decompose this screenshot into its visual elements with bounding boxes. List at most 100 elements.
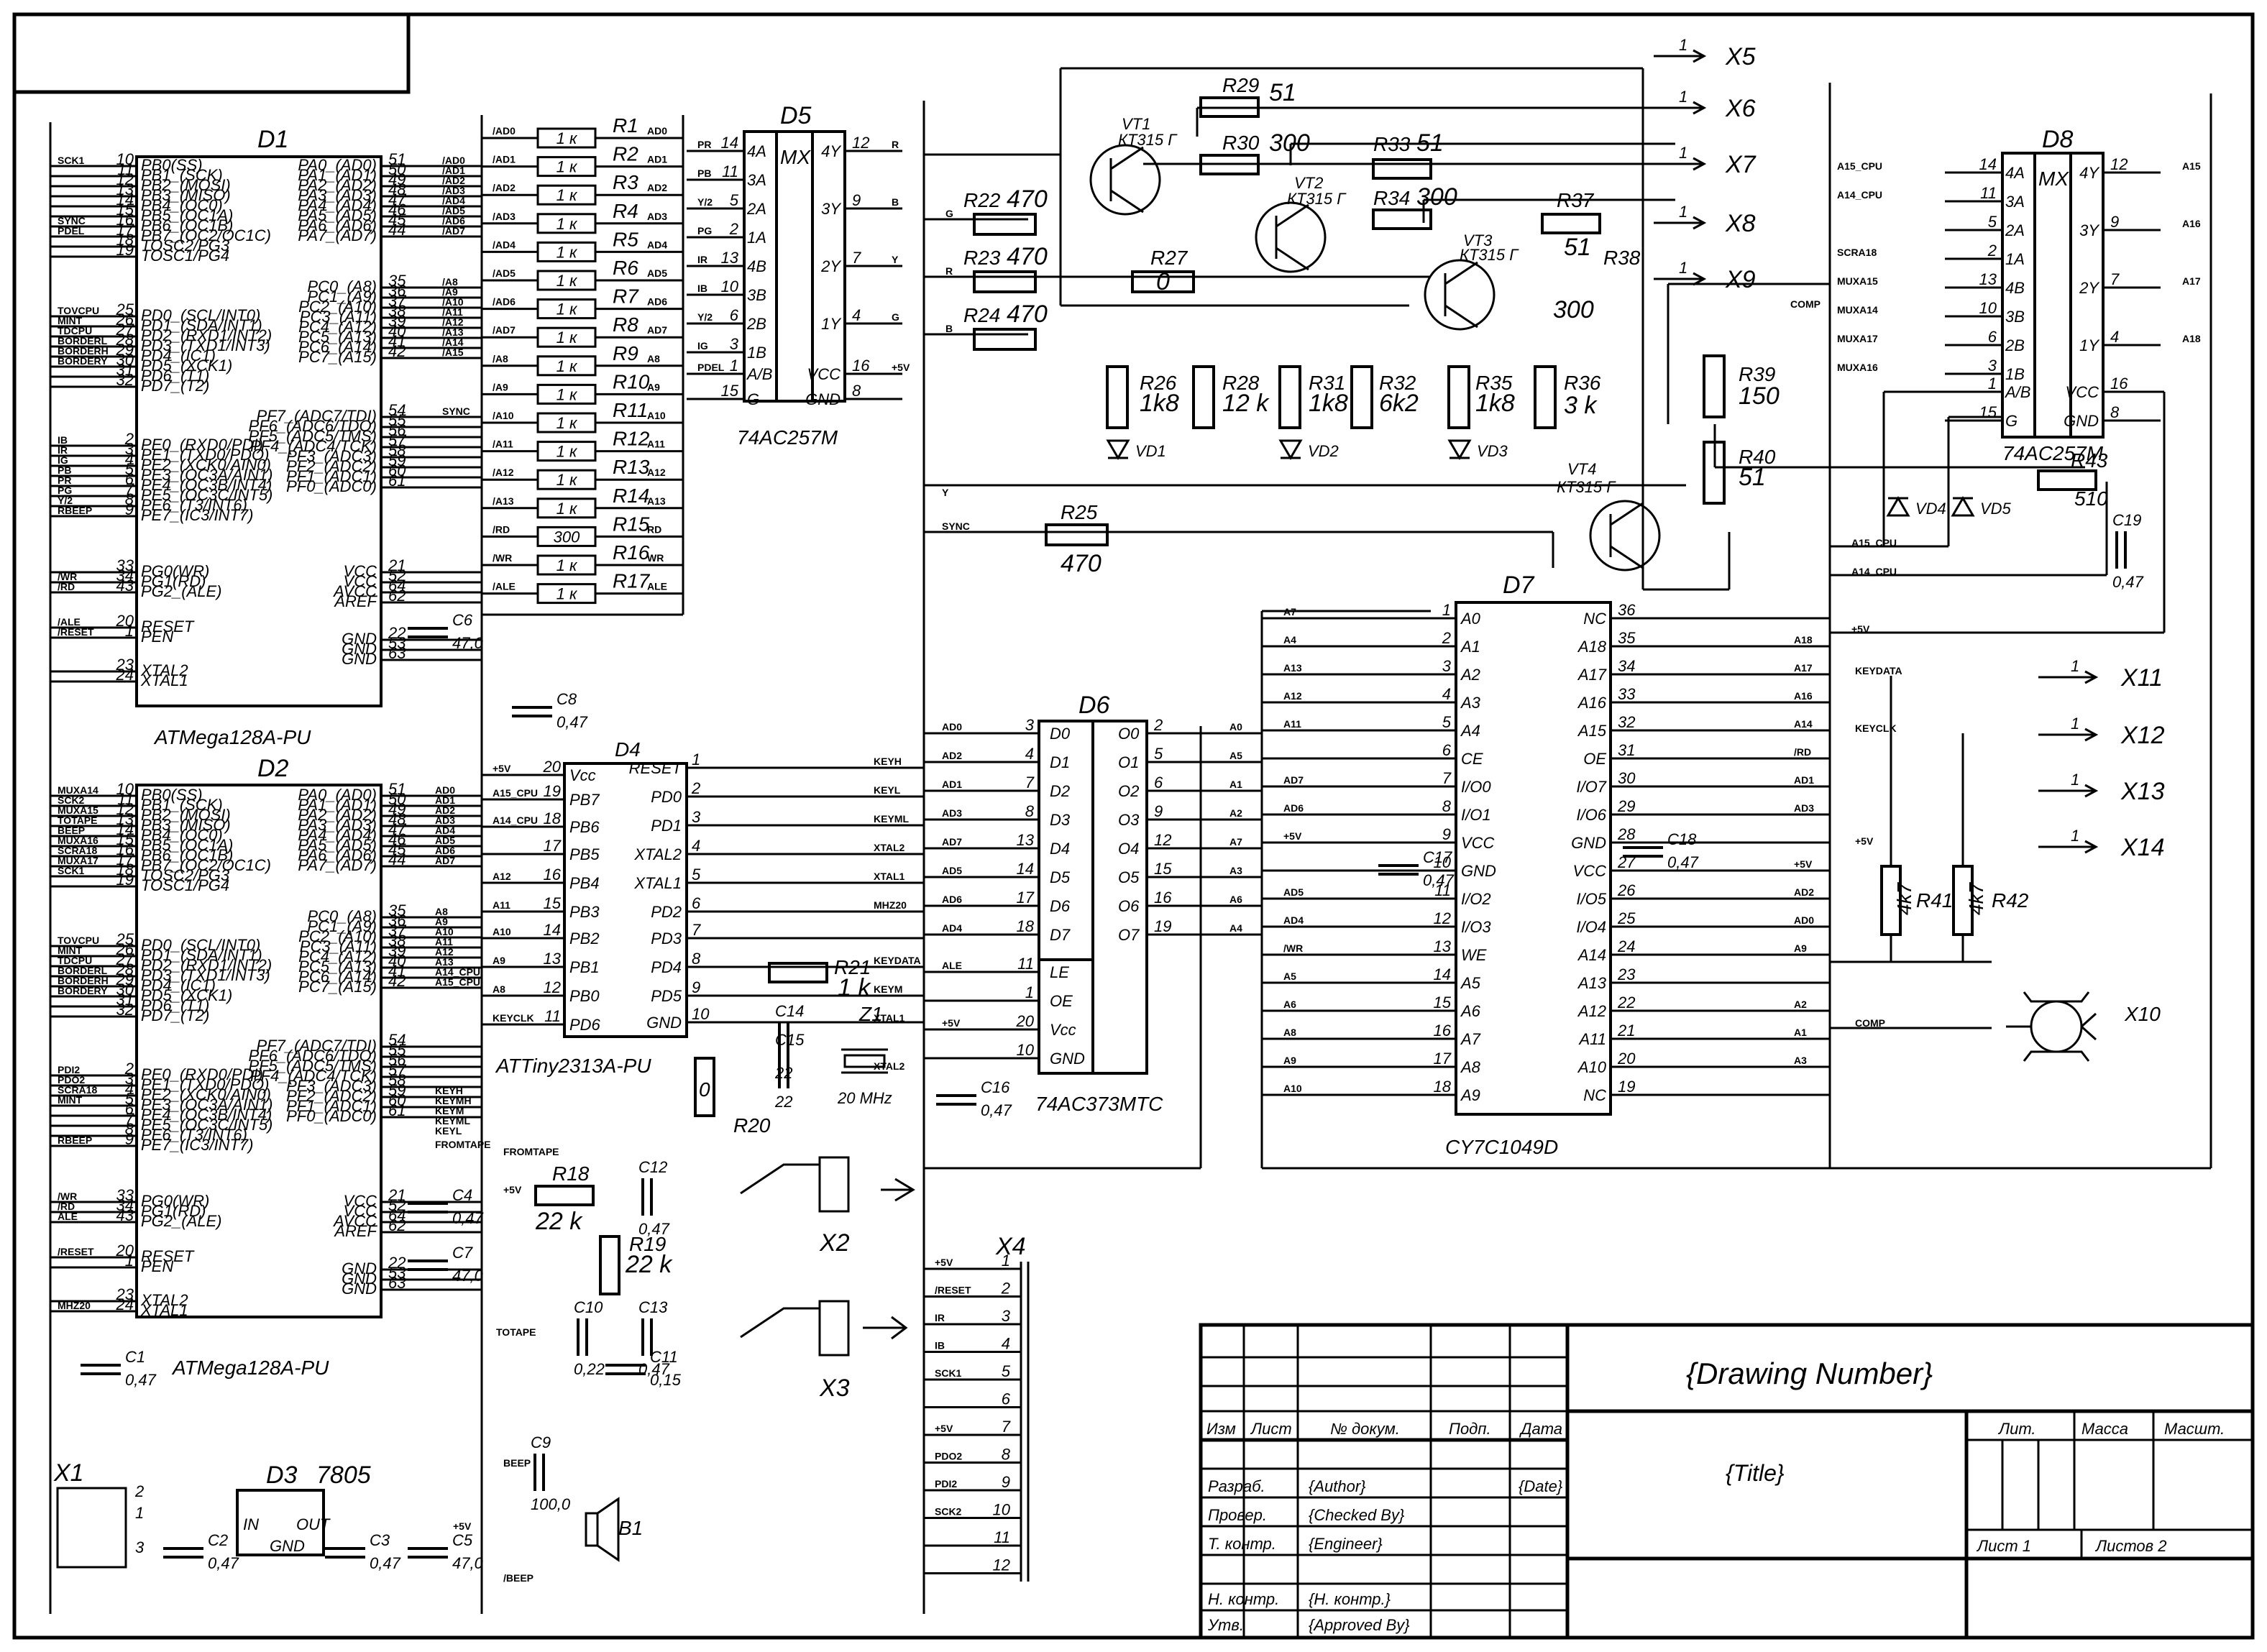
- net-label: +5V: [1283, 830, 1302, 842]
- d7-pin-name: GND: [1461, 862, 1496, 880]
- res-array-body: [536, 526, 597, 547]
- d2-pin-name: PB5_(OC1A): [141, 836, 233, 854]
- d5-pin-name: 1B: [747, 344, 766, 362]
- d1-pin-name: PE4_(OC3B/INT4): [141, 476, 272, 494]
- net-label: BORDERH: [58, 345, 109, 357]
- d1-pin-name: PEN: [141, 628, 173, 646]
- d1-pin-name: PF2_(ADC2): [286, 457, 377, 475]
- vt1-ref: VT1: [1122, 115, 1150, 133]
- net-label: FROMTAPE: [503, 1146, 559, 1157]
- d2-pin-number: 33: [116, 1186, 134, 1204]
- d6-pin-name: D0: [1050, 725, 1071, 743]
- r18-ref: R18: [552, 1162, 590, 1185]
- d7-pin-number: 3: [1442, 657, 1452, 675]
- net-label: COMP: [1855, 1017, 1885, 1029]
- r26-val: 1k8: [1140, 390, 1179, 417]
- d2-pin-name: PG1(RD): [141, 1202, 206, 1220]
- d4-pin-number: 5: [692, 866, 701, 884]
- net-label: AD3: [647, 211, 667, 222]
- d4-pin-name: PB7: [569, 791, 600, 809]
- output-pin-number: 1: [2071, 771, 2079, 789]
- r24-val: 470: [1007, 300, 1048, 328]
- net-label: AD5: [1283, 886, 1304, 898]
- d1-pin-name: RESET: [141, 618, 195, 635]
- d4-pin-name: PD0: [651, 788, 682, 806]
- d1-pin-number: 40: [388, 322, 406, 340]
- net-label: A14: [1794, 718, 1813, 730]
- d1-pin-name: PD4_(IC1): [141, 347, 216, 364]
- d2-pin-name: PE2_(XCK0/AIN0): [141, 1086, 271, 1103]
- d7-pin-name: A7: [1460, 1030, 1481, 1048]
- d8-pin-name: 1Y: [2079, 336, 2099, 354]
- d1-pin-number: 27: [116, 321, 134, 339]
- net-label: AD1: [647, 154, 667, 165]
- d7-pin-name: I/O6: [1576, 806, 1606, 824]
- capacitor-value: 0,47: [125, 1371, 157, 1389]
- d1-pin-number: 26: [116, 311, 134, 329]
- d6-pin-number: 6: [1154, 774, 1163, 791]
- net-label: SCRA18: [58, 845, 97, 856]
- d4-pin-name: PB2: [569, 930, 600, 947]
- net-label: /RD: [1794, 746, 1811, 758]
- net-label: /WR: [58, 1190, 77, 1202]
- d7-pin-number: 12: [1434, 909, 1451, 927]
- d7-pin-name: I/O1: [1461, 806, 1491, 824]
- d7-pin-number: 17: [1434, 1050, 1452, 1068]
- row-role: Утв.: [1207, 1616, 1244, 1634]
- capacitor-value: 0,47: [638, 1220, 670, 1238]
- d1-pin-number: 41: [388, 332, 406, 350]
- d5-pin-number: 3: [730, 335, 739, 353]
- net-label: SCK1: [58, 155, 85, 166]
- d5-pin-number: 11: [722, 162, 738, 180]
- d1-pin-name: PF4_(ADC4/TCK): [250, 437, 377, 455]
- capacitor-value: 47,0: [452, 1267, 484, 1285]
- res-array-value: 1 к: [557, 443, 578, 461]
- r32-val: 6k2: [1379, 390, 1419, 417]
- net-label: AD7: [435, 855, 455, 866]
- d8-pin-number: 13: [1979, 270, 1997, 288]
- res-array-body: [536, 412, 597, 433]
- net-label: /AD4: [493, 239, 516, 250]
- r27-ref: R27: [1150, 247, 1189, 269]
- net-label: ALE: [58, 1211, 78, 1222]
- net-label: G: [892, 311, 899, 323]
- d7-pin-number: 5: [1442, 713, 1452, 731]
- d1-pin-name: VCC: [344, 572, 377, 590]
- d1-pin-name: GND: [342, 630, 377, 648]
- d5-pin-name: 2B: [746, 315, 766, 333]
- d8-pin-number: 15: [1979, 403, 1997, 421]
- output-connector-label: X5: [1725, 43, 1756, 70]
- res-array-value: 300: [554, 528, 580, 546]
- d6-pin-number: 1: [1025, 983, 1034, 1001]
- d2-pin-number: 57: [388, 1061, 406, 1079]
- res-array-ref: R12: [613, 428, 650, 450]
- d6-pin-number: 16: [1154, 889, 1172, 907]
- d7-pin-number: 34: [1618, 657, 1635, 675]
- d1-pin-name: PD3_(TXD1/INT3): [141, 336, 270, 354]
- net-label: A14_CPU: [1851, 566, 1897, 577]
- d1-pin-name: PF3_(ADC3): [286, 447, 377, 465]
- net-label: /AD0: [442, 155, 465, 166]
- net-label: /A9: [493, 381, 508, 393]
- net-label: /RESET: [58, 1246, 94, 1257]
- d2-pin-number: 22: [388, 1254, 406, 1272]
- d1-pin-number: 64: [388, 577, 406, 595]
- res-array-ref: R7: [613, 285, 639, 308]
- sheet-label: Лист 1: [1976, 1537, 2031, 1555]
- d2-pin-number: 30: [116, 981, 134, 999]
- net-label: /AD2: [493, 182, 516, 193]
- net-label: /AD5: [493, 267, 516, 279]
- connector-x1: X1 2 1 3: [53, 1459, 145, 1569]
- d2-pin-name: GND: [342, 1270, 377, 1288]
- diode-symbol: [1106, 439, 1130, 460]
- net-label: A12: [493, 871, 511, 882]
- net-label: BORDERH: [58, 975, 109, 986]
- d7-pin-number: 22: [1617, 994, 1635, 1011]
- d1-pin-name: PC6_(A14): [298, 338, 377, 356]
- d7-part: CY7C1049D: [1445, 1136, 1558, 1158]
- d2-pin-name: PC0_(A8): [307, 907, 377, 925]
- d2-pin-name: GND: [342, 1259, 377, 1277]
